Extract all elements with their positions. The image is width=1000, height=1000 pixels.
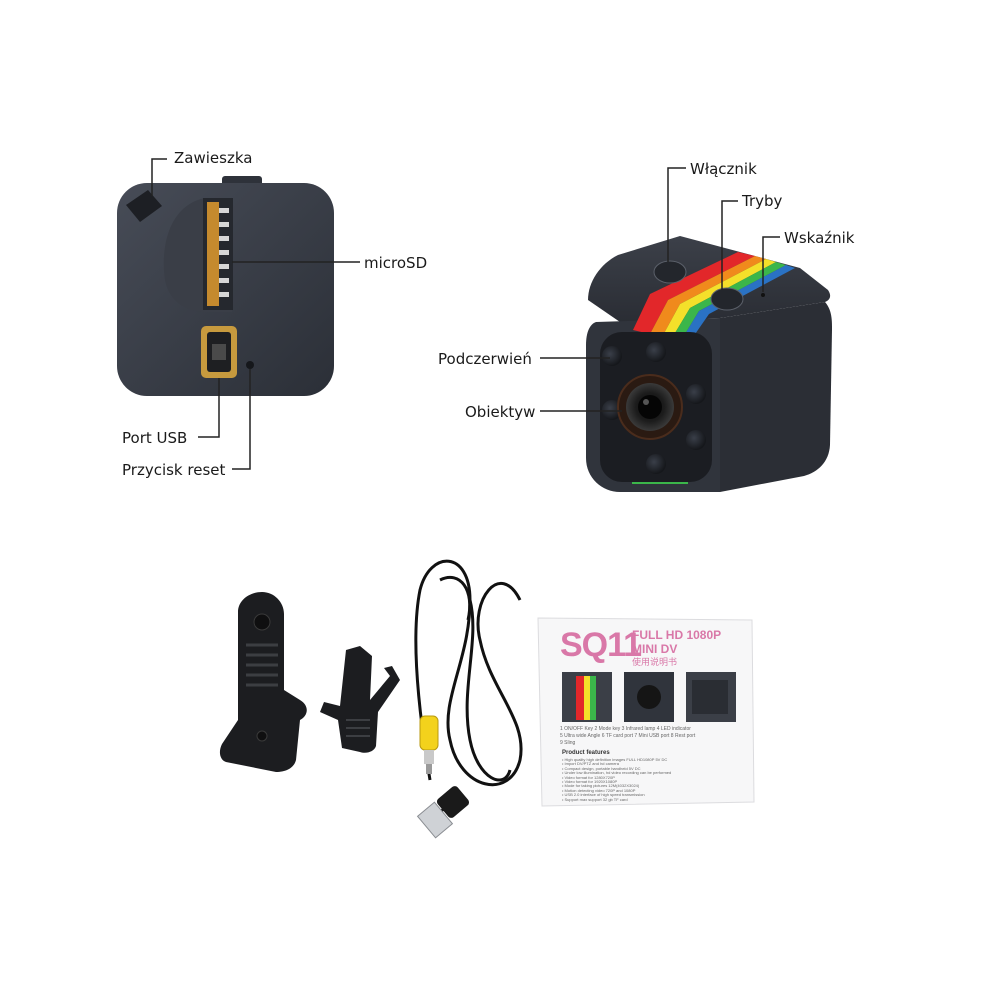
mount-clip [219, 592, 307, 772]
lens-label: Obiektyw [465, 403, 536, 421]
indicator-label: Wskaźnik [784, 229, 855, 247]
bracket-clip [320, 646, 400, 753]
usb-port-label: Port USB [122, 429, 188, 447]
manual-feature-item: • USB 2.0 interface of high speed transm… [562, 792, 645, 798]
manual-feature-item: • Import DV/PTZ and hd camera [562, 761, 619, 767]
hanger-label: Zawieszka [174, 149, 253, 167]
manual-subtitle-1: FULL HD 1080P [632, 628, 722, 642]
manual-sheet [537, 617, 755, 807]
manual-feature-item: • Under low illumination, hd video recor… [562, 770, 672, 776]
manual-model: SQ11 [560, 626, 642, 664]
reset-button-label: Przycisk reset [122, 461, 226, 479]
camera-front-view [540, 167, 832, 492]
manual-feature-item: • Compact design, portable handheld 5V D… [562, 765, 641, 771]
manual-subtitle-2: MINI DV [632, 642, 678, 656]
manual-features-list: • High quality high definition images FU… [562, 757, 742, 802]
manual-legend-1: 1 ON/OFF Key 2 Mode key 3 Infrared lamp … [560, 726, 691, 732]
manual-feature-item: • Mode for taking pictures 12M(4032X3024… [562, 783, 640, 789]
infrared-label: Podczerwień [438, 350, 532, 368]
manual-feature-item: • Video format for 1920X1080P [562, 779, 618, 785]
modes-label: Tryby [742, 192, 783, 210]
usb-plug [416, 786, 470, 839]
manual-legend-3: 9 Sling [560, 740, 576, 746]
manual-feature-item: • Motion detecting video 720P and 1080P [562, 787, 636, 793]
manual-feature-item: • Support max support 32 gb TF card [562, 796, 628, 802]
manual-subtitle-cn: 使用说明书 [632, 657, 678, 667]
manual-feature-item: • High quality high definition images FU… [562, 757, 668, 762]
manual-feature-item: • Video format for 1280X720P [562, 774, 615, 780]
usb-av-cable [414, 559, 523, 814]
microsd-label: microSD [364, 254, 428, 272]
manual-features-title: Product features [562, 750, 610, 756]
manual-legend-2: 5 Ultra wide Angle 6 TF card port 7 Mini… [560, 733, 696, 739]
camera-back-view [117, 158, 360, 470]
rca-plug [419, 715, 439, 774]
power-switch-label: Włącznik [690, 160, 757, 178]
